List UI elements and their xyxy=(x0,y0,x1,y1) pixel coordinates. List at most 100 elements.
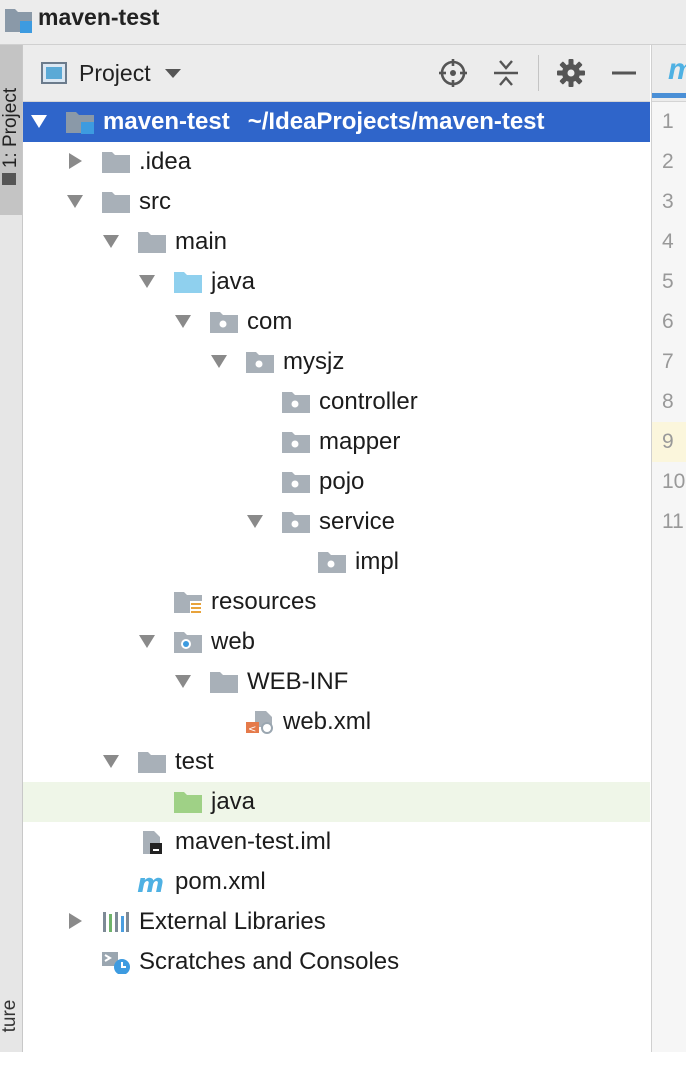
line-number: 8 xyxy=(652,382,686,422)
project-tool-icon xyxy=(2,173,16,185)
root-module-name: maven-test xyxy=(103,108,230,135)
tree-item-label: WEB-INF xyxy=(247,668,349,695)
tree-item-pojo[interactable]: pojo xyxy=(23,462,650,502)
folder-icon xyxy=(210,672,238,693)
line-number: 10 xyxy=(652,462,686,502)
tree-item-controller[interactable]: controller xyxy=(23,382,650,422)
tree-item-java[interactable]: java xyxy=(23,782,650,822)
line-number: 7 xyxy=(652,342,686,382)
tree-item-maven-test-iml[interactable]: maven-test.iml xyxy=(23,822,650,862)
tree-item-web[interactable]: web xyxy=(23,622,650,662)
source-folder-icon xyxy=(174,272,202,293)
tree-item-external-libraries[interactable]: External Libraries xyxy=(23,902,650,942)
tree-item-label: resources xyxy=(211,588,317,615)
line-number-text: 6 xyxy=(662,310,674,333)
resources-folder-icon xyxy=(174,592,202,614)
tree-item-com[interactable]: com xyxy=(23,302,650,342)
package-icon xyxy=(282,392,310,413)
locate-button[interactable] xyxy=(437,57,469,89)
web-xml-file-icon: < xyxy=(246,711,273,734)
structure-tool-tab[interactable]: ture xyxy=(0,999,20,1033)
editor-tab[interactable]: m xyxy=(652,45,686,102)
tree-root-maven-test[interactable]: maven-test ~/IdeaProjects/maven-test xyxy=(23,102,650,142)
tree-item-test[interactable]: test xyxy=(23,742,650,782)
line-number-text: 4 xyxy=(662,230,674,253)
tree-item-label: web xyxy=(211,628,256,655)
tree-item-scratches-and-consoles[interactable]: Scratches and Consoles xyxy=(23,942,650,982)
settings-button[interactable] xyxy=(555,57,587,89)
folder-icon xyxy=(138,752,166,773)
project-tool-tab[interactable]: 1: Project xyxy=(0,45,22,215)
editor-gutter: m 1 2 3 4 5 6 7 8 9 10 11 xyxy=(651,45,686,1052)
svg-text:<: < xyxy=(248,724,256,734)
line-number-text: 10 xyxy=(662,470,686,493)
tree-item-label: controller xyxy=(319,388,418,415)
line-number-text: 2 xyxy=(662,150,674,173)
line-number-text: 8 xyxy=(662,390,674,413)
tree-item-resources[interactable]: resources xyxy=(23,582,650,622)
tree-item-label: java xyxy=(211,788,256,815)
tree-item-mysjz[interactable]: mysjz xyxy=(23,342,650,382)
collapse-arrow-icon[interactable] xyxy=(69,913,82,929)
chevron-down-icon xyxy=(164,68,181,78)
root-module-path: ~/IdeaProjects/maven-test xyxy=(247,108,545,135)
minimize-icon xyxy=(612,71,636,75)
view-selector[interactable]: Project xyxy=(41,57,181,89)
module-folder-icon xyxy=(66,112,94,134)
line-number: 3 xyxy=(652,182,686,222)
test-folder-icon xyxy=(174,792,202,813)
package-icon xyxy=(282,432,310,453)
line-number-text: 9 xyxy=(662,430,674,453)
tree-item-web-inf[interactable]: WEB-INF xyxy=(23,662,650,702)
hide-panel-button[interactable] xyxy=(608,57,640,89)
folder-icon xyxy=(102,192,130,213)
expand-arrow-icon[interactable] xyxy=(139,635,155,648)
tree-item-label: main xyxy=(175,228,228,255)
line-number-text: 5 xyxy=(662,270,674,293)
tree-item-mapper[interactable]: mapper xyxy=(23,422,650,462)
tree-item-java[interactable]: java xyxy=(23,262,650,302)
gear-icon xyxy=(557,59,585,87)
expand-arrow-icon[interactable] xyxy=(31,115,47,128)
line-number: 6 xyxy=(652,302,686,342)
web-folder-icon xyxy=(174,632,202,653)
expand-arrow-icon[interactable] xyxy=(247,515,263,528)
tree-item-label: External Libraries xyxy=(139,908,326,935)
line-number: 11 xyxy=(652,502,686,542)
expand-arrow-icon[interactable] xyxy=(211,355,227,368)
tree-item-label: com xyxy=(247,308,293,335)
line-number: 9 xyxy=(652,422,686,462)
libraries-icon xyxy=(103,912,129,932)
collapse-all-button[interactable] xyxy=(490,57,522,89)
folder-icon xyxy=(102,152,130,173)
expand-arrow-icon[interactable] xyxy=(103,755,119,768)
line-number-text: 3 xyxy=(662,190,674,213)
line-number-text: 11 xyxy=(662,510,684,533)
tree-item-service[interactable]: service xyxy=(23,502,650,542)
package-icon xyxy=(246,352,274,373)
expand-arrow-icon[interactable] xyxy=(103,235,119,248)
expand-arrow-icon[interactable] xyxy=(175,675,191,688)
expand-arrow-icon[interactable] xyxy=(175,315,191,328)
iml-file-icon xyxy=(143,831,162,854)
expand-arrow-icon[interactable] xyxy=(139,275,155,288)
tree-item-label: java xyxy=(211,268,256,295)
tree-item-src[interactable]: src xyxy=(23,182,650,222)
project-panel-toolbar: Project xyxy=(23,45,650,102)
title-bar: maven-test xyxy=(0,0,686,45)
line-number: 5 xyxy=(652,262,686,302)
tree-item-idea[interactable]: .idea xyxy=(23,142,650,182)
collapse-arrow-icon[interactable] xyxy=(69,153,82,169)
package-icon xyxy=(282,512,310,533)
tree-item-label: test xyxy=(175,748,214,775)
line-number: 1 xyxy=(652,102,686,142)
tree-item-impl[interactable]: impl xyxy=(23,542,650,582)
tree-item-main[interactable]: main xyxy=(23,222,650,262)
window-title: maven-test xyxy=(38,4,160,30)
tree-item-label: web.xml xyxy=(283,708,372,735)
tree-item-web-xml[interactable]: < web.xml xyxy=(23,702,650,742)
package-icon xyxy=(318,552,346,573)
expand-arrow-icon[interactable] xyxy=(67,195,83,208)
package-icon xyxy=(210,312,238,333)
